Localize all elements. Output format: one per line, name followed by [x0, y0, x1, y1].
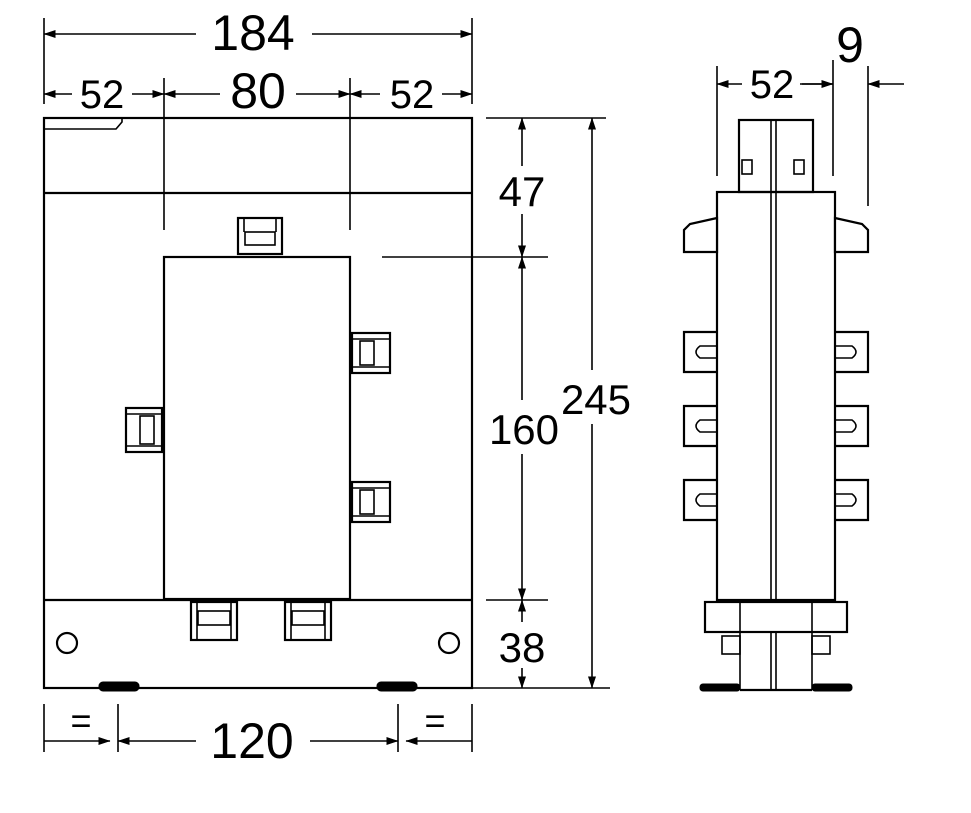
foot-pad-right	[376, 681, 418, 692]
dim-right-margin: 52	[390, 73, 435, 117]
side-dimensions: 52 9	[716, 17, 904, 206]
dim-side-offset: 9	[836, 17, 864, 73]
clip-right-upper	[350, 331, 392, 375]
dim-overall-height: 245	[561, 376, 631, 423]
dim-top-section: 47	[499, 168, 546, 215]
foot-pad-left	[98, 681, 140, 692]
clip-left	[124, 406, 164, 454]
side-clips-right	[835, 330, 870, 522]
side-base	[699, 600, 853, 692]
clip-bottom-right	[283, 600, 333, 642]
clip-bottom-left	[189, 600, 239, 642]
foot-mark-left: =	[70, 700, 91, 741]
primary-window-aperture	[162, 255, 352, 601]
dim-bottom-section: 38	[499, 624, 546, 671]
front-view	[42, 116, 474, 692]
front-top-notch	[44, 118, 123, 130]
dim-mounting-distance: 120	[210, 713, 293, 769]
clip-top	[236, 216, 284, 256]
foot-mark-right: =	[424, 700, 445, 741]
side-flange-right	[833, 216, 870, 254]
side-clips-left	[682, 330, 717, 522]
front-dimensions: 184 52 80 52 47 160 38 245	[43, 5, 631, 769]
dim-side-depth: 52	[750, 63, 795, 107]
dim-overall-width: 184	[211, 5, 294, 61]
clip-right-lower	[350, 480, 392, 524]
side-flange-left	[682, 216, 719, 254]
dim-window-height: 160	[489, 406, 559, 453]
dim-left-margin: 52	[80, 73, 125, 117]
dim-window-width: 80	[230, 63, 286, 119]
mounting-hole-left	[55, 631, 79, 655]
mounting-hole-right	[437, 631, 461, 655]
side-view	[682, 118, 870, 692]
front-housing-outline	[42, 116, 474, 690]
